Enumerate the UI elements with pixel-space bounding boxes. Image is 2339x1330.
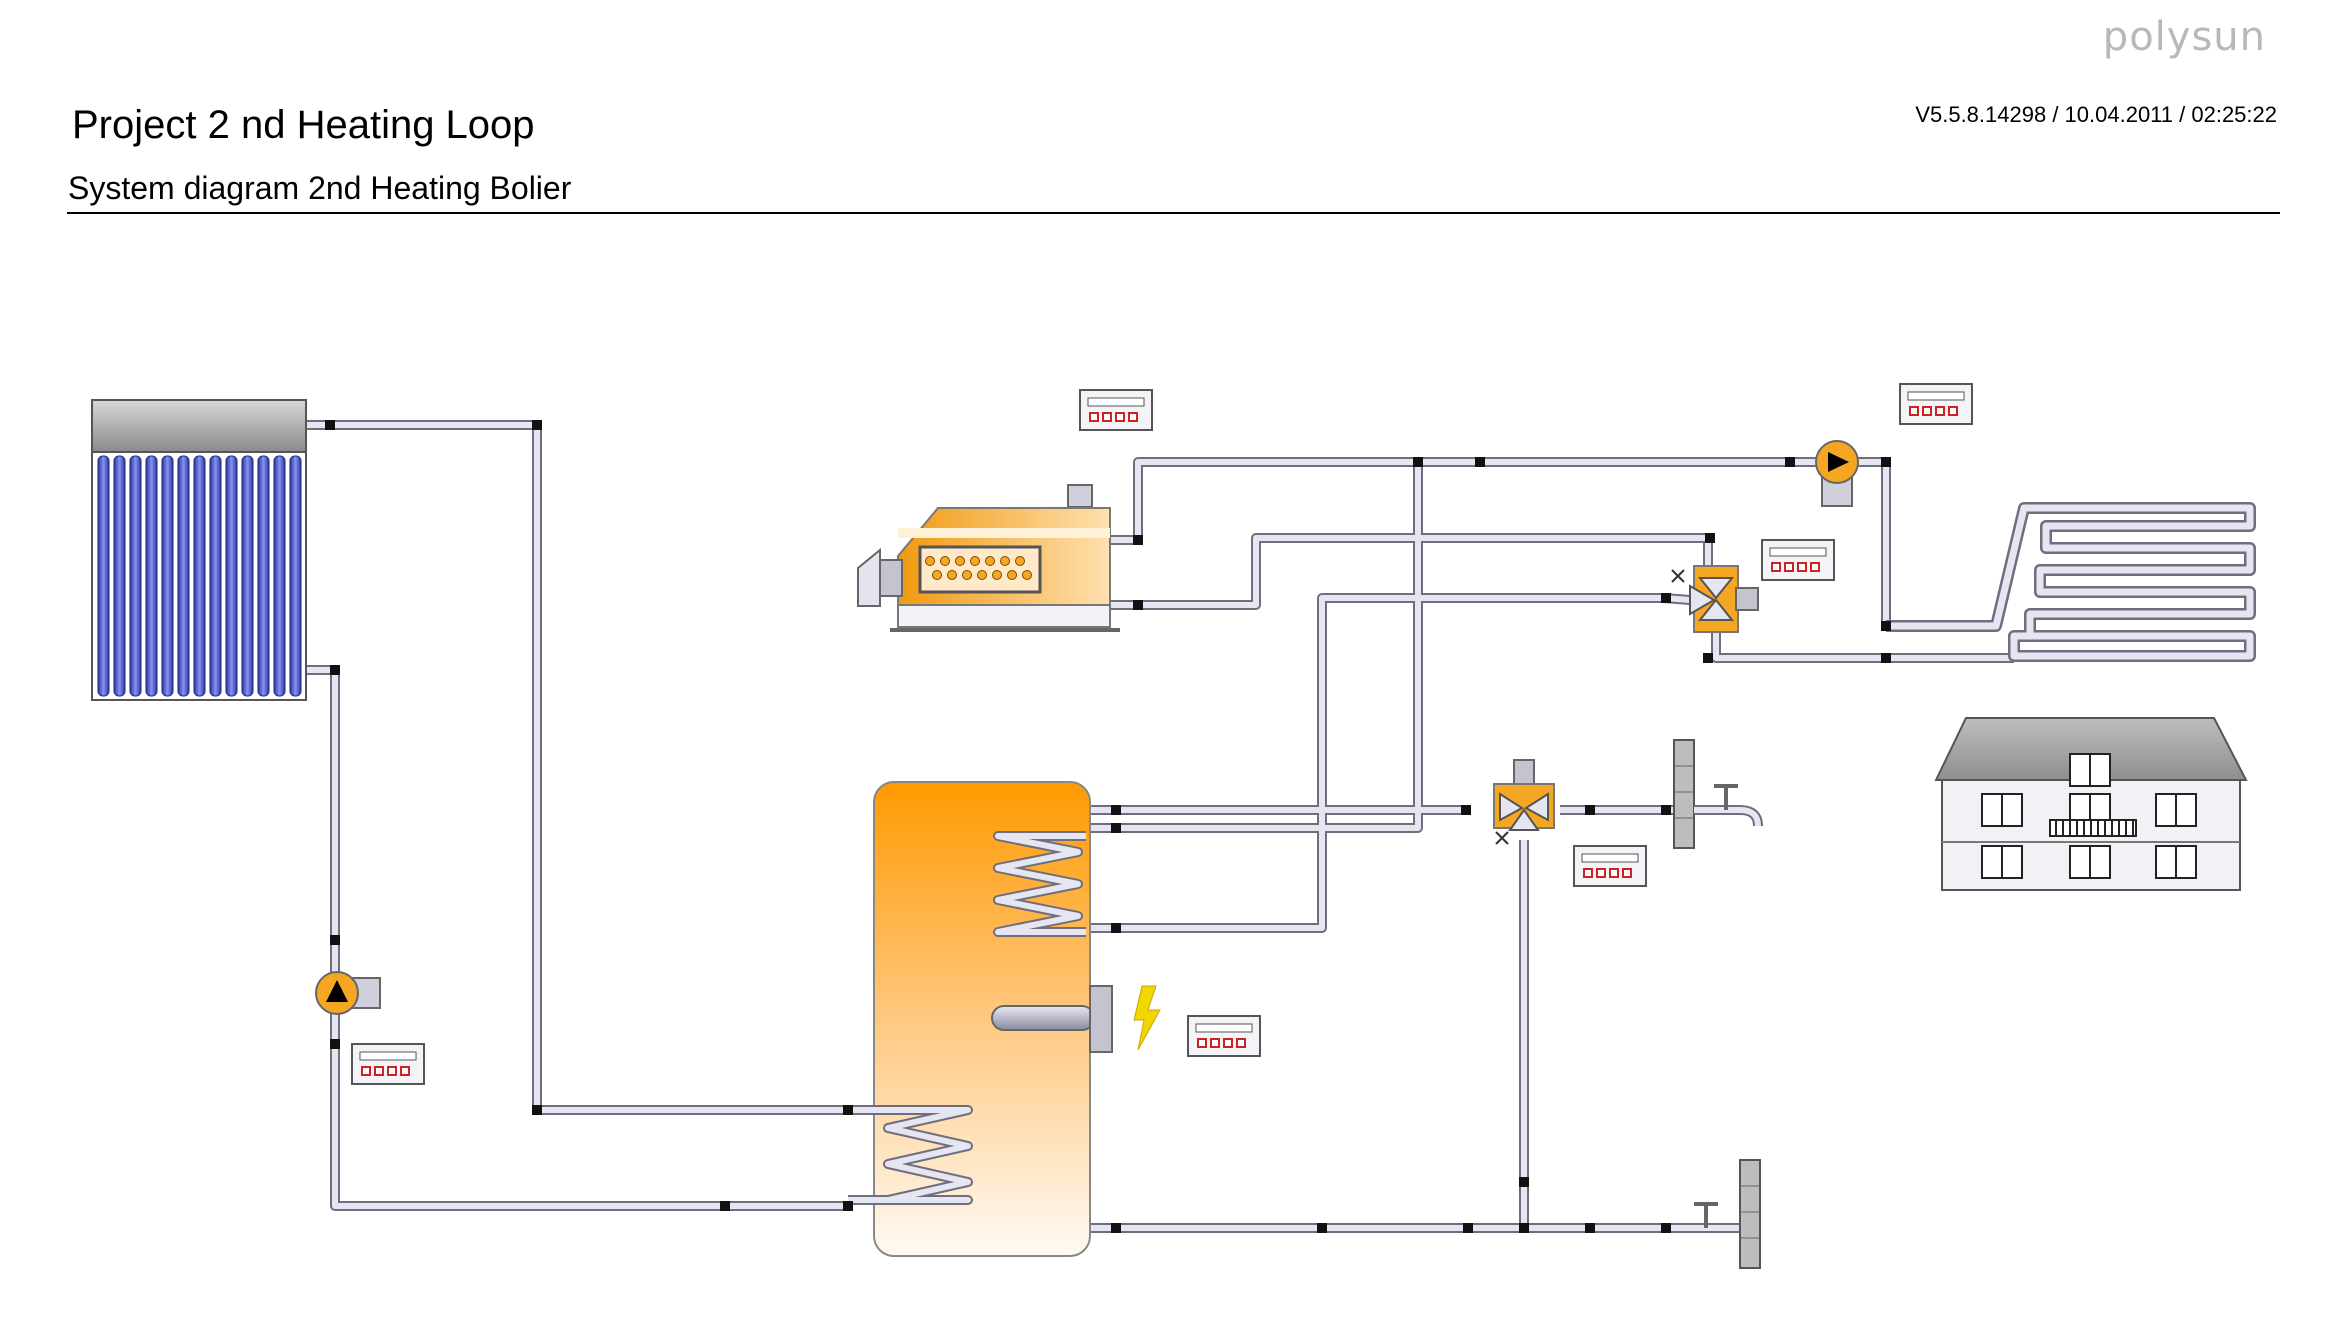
pipe-joint	[1413, 457, 1423, 467]
pipe-joint	[1661, 1223, 1671, 1233]
controller-display-icon	[1187, 1015, 1261, 1057]
pipe-joint	[1463, 1223, 1473, 1233]
pipe-joint	[325, 420, 335, 430]
controller-display-icon	[1573, 845, 1647, 887]
solar-collector-icon	[91, 399, 307, 701]
pipe-joint	[1111, 823, 1121, 833]
project-title: Project 2 nd Heating Loop	[72, 103, 535, 147]
controller-display-icon	[1079, 389, 1153, 431]
pipe-joint	[1585, 1223, 1595, 1233]
pipe-joint	[330, 935, 340, 945]
pipe-joint	[1111, 805, 1121, 815]
building-icon	[1934, 717, 2248, 891]
pipe-joint	[1133, 600, 1143, 610]
pipe-joint	[330, 1039, 340, 1049]
pipe-joint	[1705, 533, 1715, 543]
pipe-joint	[1661, 805, 1671, 815]
solar-pump-icon	[315, 971, 381, 1015]
pipe-segment-1	[306, 665, 848, 1211]
pipe-joint	[532, 1105, 542, 1115]
electric-heater-icon	[991, 985, 1161, 1053]
pipe-segment-8	[1858, 457, 1891, 626]
header-divider	[67, 212, 2280, 214]
pipe-joint	[1881, 621, 1891, 631]
pipe-joint	[330, 665, 340, 675]
hot-water-tap-icon	[1673, 739, 1763, 849]
pipe-joint	[1111, 1223, 1121, 1233]
pipe-joint	[1111, 923, 1121, 933]
heating-pump-icon	[1815, 440, 1859, 507]
pipe-joint	[1881, 653, 1891, 663]
boiler-icon	[857, 484, 1120, 632]
version-timestamp: V5.5.8.14298 / 10.04.2011 / 02:25:22	[1915, 102, 2277, 127]
dhw-mixing-valve-icon	[1493, 759, 1555, 845]
floor-heating-coil-icon	[1886, 502, 2256, 662]
pipe-joint	[1661, 593, 1671, 603]
pipe-segment-9	[1711, 632, 2014, 663]
controller-display-icon	[1899, 383, 1973, 425]
pipe-joint	[1703, 653, 1713, 663]
pipe-joint	[720, 1201, 730, 1211]
controller-display-icon	[1761, 539, 1835, 581]
pipe-joint	[1461, 805, 1471, 815]
polysun-logo: polysun	[2102, 14, 2266, 60]
pipe-joint	[1519, 1223, 1529, 1233]
cold-water-inlet-icon	[1694, 1159, 1761, 1269]
pipe-joint	[532, 420, 542, 430]
pipe-joint	[1317, 1223, 1327, 1233]
pipe-joint	[1519, 1177, 1529, 1187]
pipe-joint	[1475, 457, 1485, 467]
pipe-segment-0	[306, 420, 848, 1115]
controller-display-icon	[351, 1043, 425, 1085]
pipe-joint	[1785, 457, 1795, 467]
pipe-joint	[843, 1105, 853, 1115]
pipe-joint	[1133, 535, 1143, 545]
pipe-joint	[1881, 457, 1891, 467]
diagram-subtitle: System diagram 2nd Heating Bolier	[68, 170, 572, 206]
pipe-joint	[1585, 805, 1595, 815]
pipe-joint	[843, 1201, 853, 1211]
heating-mixing-valve-icon	[1671, 565, 1759, 633]
